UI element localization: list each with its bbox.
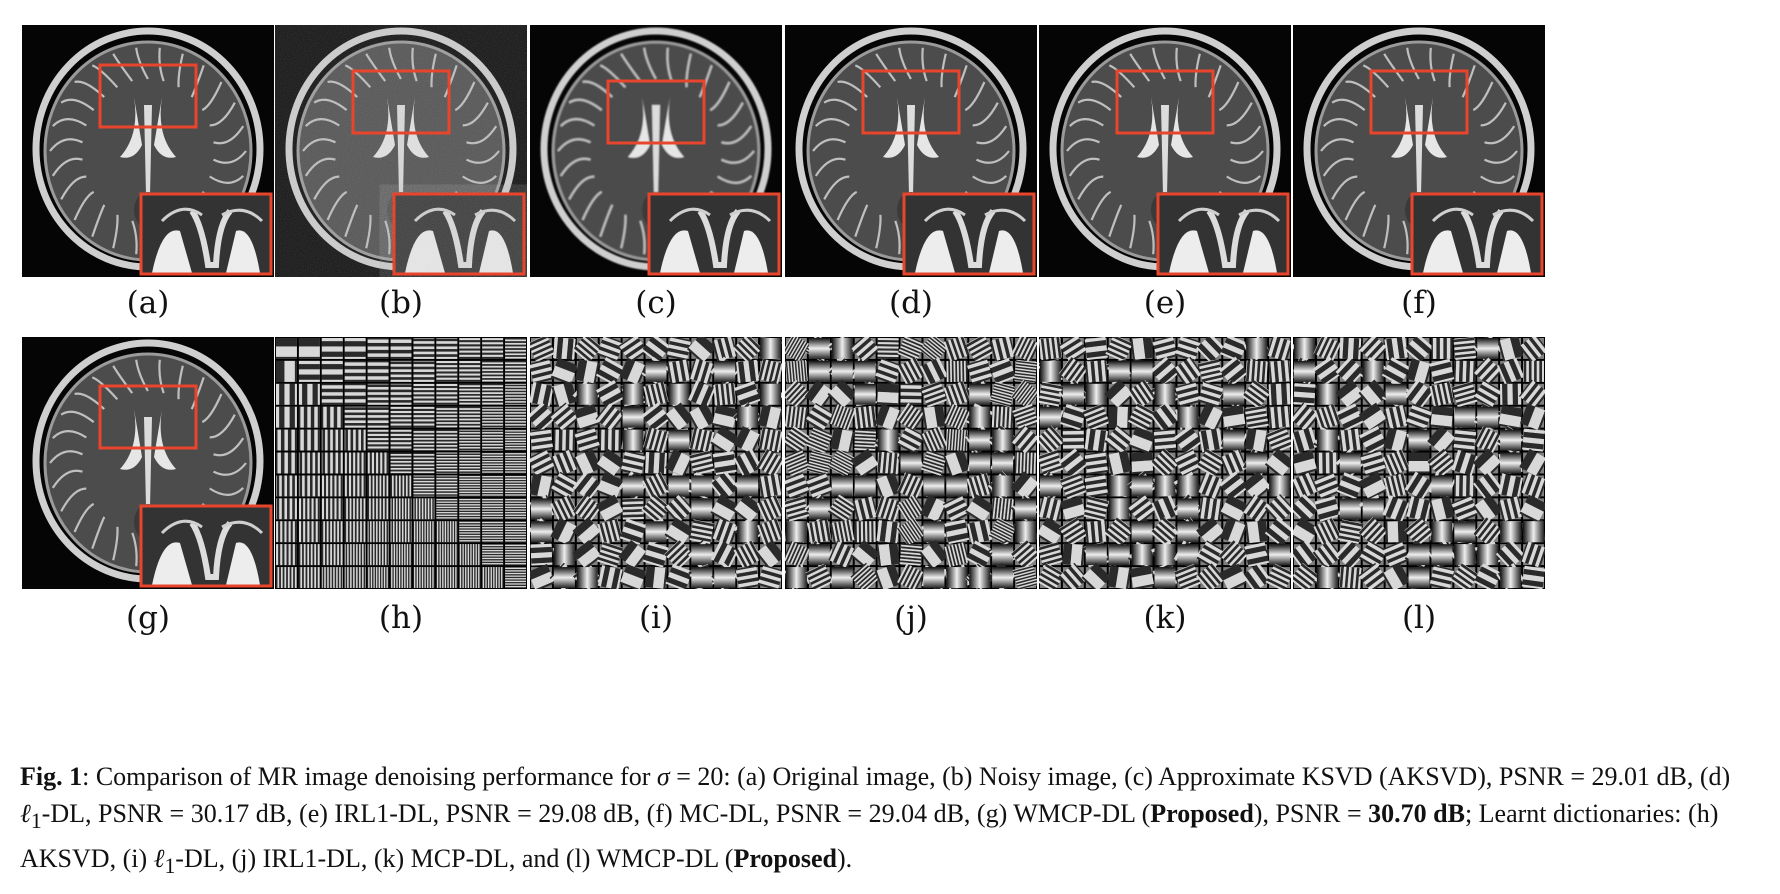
caption-text-4: ), PSNR = — [1253, 799, 1369, 828]
subfigure-label-d: (d) — [888, 285, 934, 321]
caption-subscript-2: 1 — [164, 854, 176, 879]
brain-image-f — [1293, 25, 1545, 277]
caption-ell-symbol-2: ℓ — [153, 844, 165, 874]
caption-ell-symbol-1: ℓ — [20, 799, 31, 828]
highlight-box — [606, 79, 706, 145]
dictionary-i — [530, 337, 782, 589]
highlight-box — [861, 69, 961, 135]
zoom-inset — [647, 192, 781, 276]
caption-fig-label: Fig. 1 — [20, 762, 83, 791]
dictionary-k — [1039, 337, 1291, 589]
subfigure-label-k: (k) — [1143, 600, 1187, 636]
highlight-box — [1115, 69, 1215, 135]
subfigure-label-b: (b) — [378, 285, 424, 321]
highlight-box — [98, 63, 198, 129]
caption-proposed-2: Proposed — [733, 844, 837, 874]
caption-text-5: ; Learnt dictionaries: (h) AKSVD, (i) — [20, 799, 1719, 874]
subfigure-label-c: (c) — [635, 285, 677, 321]
caption-sigma-symbol: σ — [656, 762, 670, 791]
highlight-box — [1369, 69, 1469, 135]
caption-proposed-1: Proposed — [1150, 799, 1254, 828]
subfigure-label-l: (l) — [1401, 600, 1437, 636]
subfigure-label-f: (f) — [1401, 285, 1437, 321]
subfigure-label-a: (a) — [126, 285, 170, 321]
brain-image-b — [275, 25, 527, 277]
brain-image-a — [22, 25, 274, 277]
zoom-inset — [139, 192, 273, 276]
zoom-inset — [1156, 192, 1290, 276]
highlight-box — [98, 384, 198, 450]
subfigure-label-h: (h) — [378, 600, 424, 636]
subfigure-label-g: (g) — [125, 600, 171, 636]
brain-image-c — [530, 25, 782, 277]
dictionary-l — [1293, 337, 1545, 589]
zoom-inset — [139, 504, 273, 588]
subfigure-label-j: (j) — [894, 600, 928, 636]
brain-image-g — [22, 337, 274, 589]
caption-best-psnr: 30.70 dB — [1368, 799, 1465, 828]
caption-text-6: -DL, (j) IRL1-DL, (k) MCP-DL, and (l) WM… — [175, 844, 734, 874]
subfigure-label-i: (i) — [638, 600, 674, 636]
brain-image-e — [1039, 25, 1291, 277]
caption-text-7: ). — [837, 844, 853, 874]
caption-subscript-1: 1 — [30, 809, 42, 834]
zoom-inset — [1410, 192, 1544, 276]
brain-image-d — [785, 25, 1037, 277]
subfigure-label-e: (e) — [1143, 285, 1187, 321]
highlight-box — [351, 69, 451, 135]
dictionary-h — [275, 337, 527, 589]
figure-caption: Fig. 1: Comparison of MR image denoising… — [20, 758, 1765, 885]
zoom-inset — [902, 192, 1036, 276]
caption-text-2: = 20: (a) Original image, (b) Noisy imag… — [669, 762, 1731, 791]
dictionary-j — [785, 337, 1037, 589]
caption-text-1: : Comparison of MR image denoising perfo… — [82, 762, 657, 791]
zoom-inset — [392, 192, 526, 276]
caption-text-3: -DL, PSNR = 30.17 dB, (e) IRL1-DL, PSNR … — [41, 799, 1151, 828]
